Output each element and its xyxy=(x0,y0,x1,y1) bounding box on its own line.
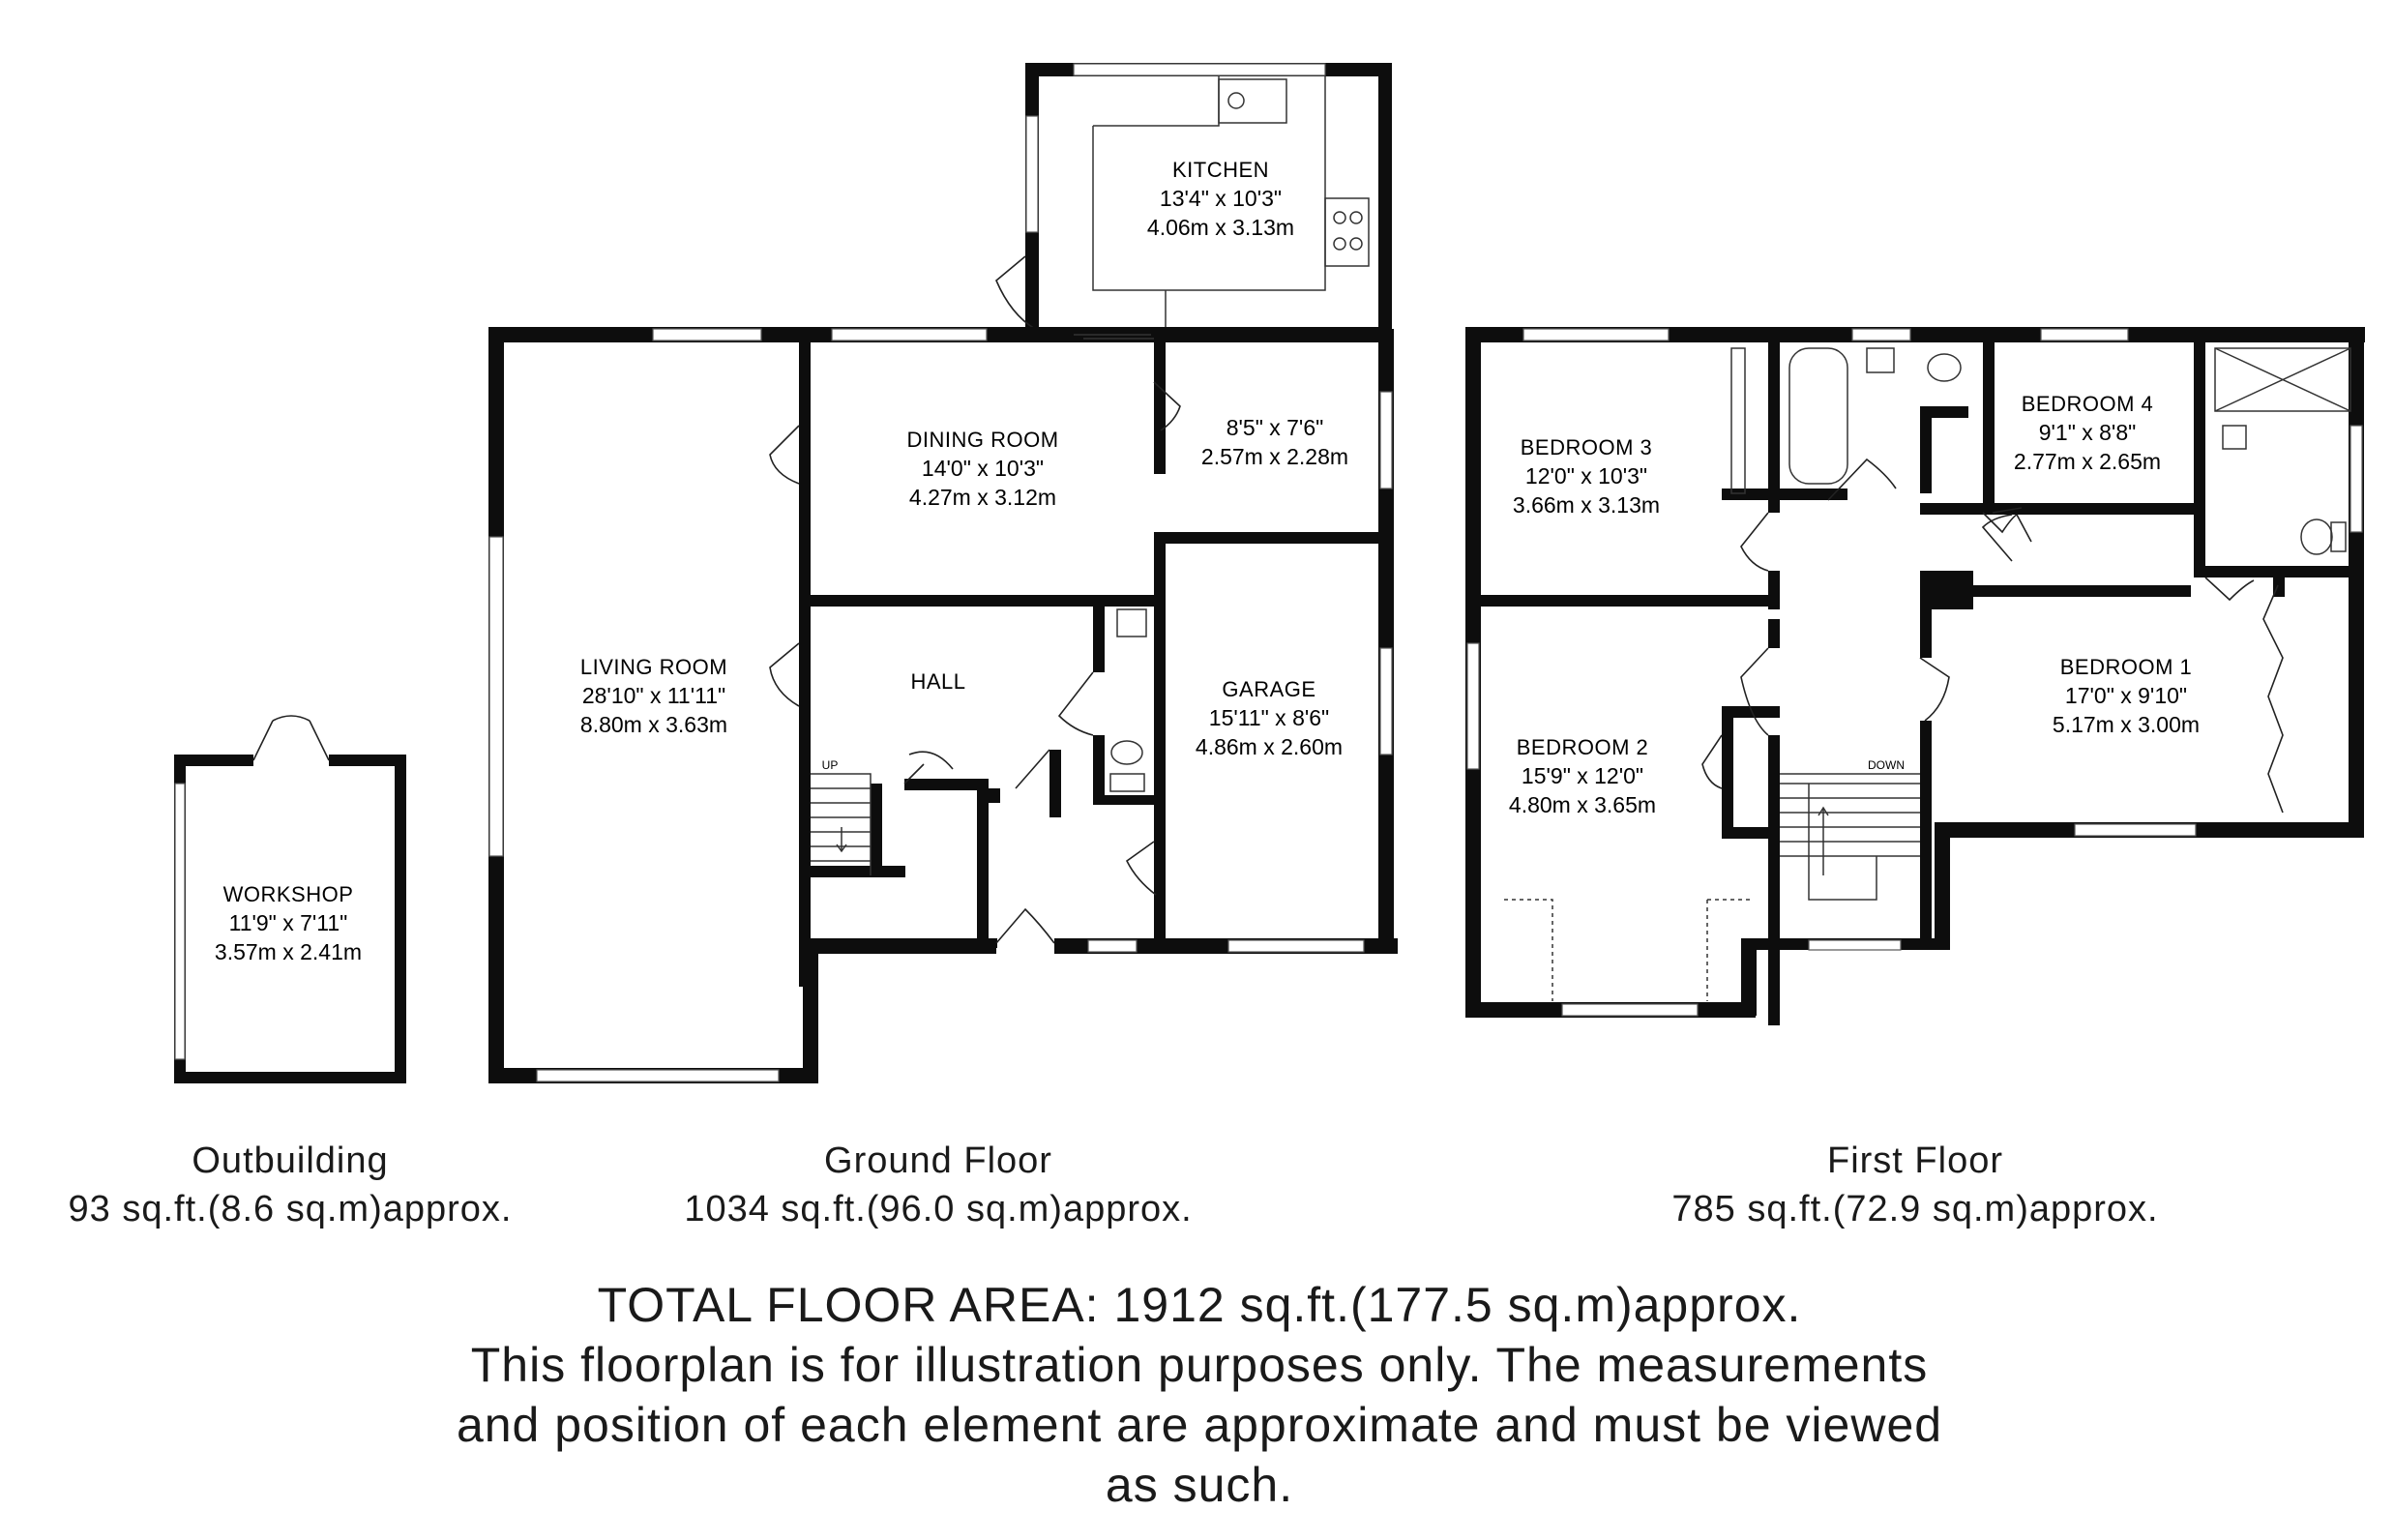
bedroom-3-name: BEDROOM 3 xyxy=(1521,435,1653,459)
first-floor-stairs: DOWN xyxy=(1780,758,1920,901)
stair-up-label: UP xyxy=(822,758,839,772)
first-floor-title: First Floor xyxy=(1827,1140,2003,1181)
bedroom-1-name: BEDROOM 1 xyxy=(2060,655,2193,679)
bedroom-2-imperial: 15'9" x 12'0" xyxy=(1522,763,1643,788)
ground-floor-plan: KITCHEN 13'4" x 10'3" 4.06m x 3.13m xyxy=(488,63,1398,1083)
hall-name: HALL xyxy=(910,669,965,694)
floorplan-drawing: WORKSHOP 11'9" x 7'11" 3.57m x 2.41m KIT… xyxy=(174,63,2365,1083)
stair-down-label: DOWN xyxy=(1868,758,1905,772)
dining-room-metric: 4.27m x 3.12m xyxy=(909,485,1056,510)
disclaimer-line-2: and position of each element are approxi… xyxy=(456,1398,1943,1452)
first-floor-area: 785 sq.ft.(72.9 sq.m)approx. xyxy=(1671,1189,2159,1229)
living-room-name: LIVING ROOM xyxy=(580,655,727,679)
total-floor-area: TOTAL FLOOR AREA: 1912 sq.ft.(177.5 sq.m… xyxy=(597,1278,1802,1332)
workshop-imperial: 11'9" x 7'11" xyxy=(229,910,348,935)
bedroom-4-imperial: 9'1" x 8'8" xyxy=(2039,420,2137,445)
bedroom-3-imperial: 12'0" x 10'3" xyxy=(1525,463,1647,489)
bedroom-3-metric: 3.66m x 3.13m xyxy=(1513,492,1660,518)
workshop-metric: 3.57m x 2.41m xyxy=(215,939,362,964)
dining-room-imperial: 14'0" x 10'3" xyxy=(922,456,1044,481)
dining-room-name: DINING ROOM xyxy=(906,428,1058,452)
utility-room-metric: 2.57m x 2.28m xyxy=(1201,444,1348,469)
kitchen-imperial: 13'4" x 10'3" xyxy=(1160,186,1282,211)
ground-stairs: UP xyxy=(811,758,872,875)
ground-floor-area: 1034 sq.ft.(96.0 sq.m)approx. xyxy=(684,1189,1193,1229)
utility-room-imperial: 8'5" x 7'6" xyxy=(1227,415,1324,440)
kitchen-metric: 4.06m x 3.13m xyxy=(1147,215,1294,240)
disclaimer-line-3: as such. xyxy=(1105,1458,1294,1512)
bedroom-2-metric: 4.80m x 3.65m xyxy=(1509,792,1656,817)
bedroom-4-name: BEDROOM 4 xyxy=(2022,392,2154,416)
ground-floor-caption: Ground Floor 1034 sq.ft.(96.0 sq.m)appro… xyxy=(619,1137,1257,1233)
bedroom-1-imperial: 17'0" x 9'10" xyxy=(2065,683,2187,708)
garage-imperial: 15'11" x 8'6" xyxy=(1209,705,1329,730)
living-room-metric: 8.80m x 3.63m xyxy=(580,712,727,737)
garage-name: GARAGE xyxy=(1222,677,1315,701)
workshop-name: WORKSHOP xyxy=(223,882,354,906)
disclaimer-line-1: This floorplan is for illustration purpo… xyxy=(470,1338,1929,1392)
outbuilding-area: 93 sq.ft.(8.6 sq.m)approx. xyxy=(68,1189,513,1229)
garage-metric: 4.86m x 2.60m xyxy=(1196,734,1343,759)
kitchen-name: KITCHEN xyxy=(1172,158,1269,182)
outbuilding-caption: Outbuilding 93 sq.ft.(8.6 sq.m)approx. xyxy=(0,1137,580,1233)
bedroom-4-metric: 2.77m x 2.65m xyxy=(2014,449,2161,474)
bedroom-2-name: BEDROOM 2 xyxy=(1517,735,1649,759)
first-floor-caption: First Floor 785 sq.ft.(72.9 sq.m)approx. xyxy=(1596,1137,2234,1233)
outbuilding-plan: WORKSHOP 11'9" x 7'11" 3.57m x 2.41m xyxy=(174,715,406,1083)
total-floor-area-disclaimer: TOTAL FLOOR AREA: 1912 sq.ft.(177.5 sq.m… xyxy=(387,1275,2012,1515)
ground-floor-title: Ground Floor xyxy=(824,1140,1052,1181)
outbuilding-title: Outbuilding xyxy=(192,1140,389,1181)
bedroom-1-metric: 5.17m x 3.00m xyxy=(2053,712,2200,737)
living-room-imperial: 28'10" x 11'11" xyxy=(582,683,725,708)
first-floor-plan: DOWN BEDROOM 3 12'0" x 10'3" 3.66m x 3.1… xyxy=(1465,327,2365,1025)
